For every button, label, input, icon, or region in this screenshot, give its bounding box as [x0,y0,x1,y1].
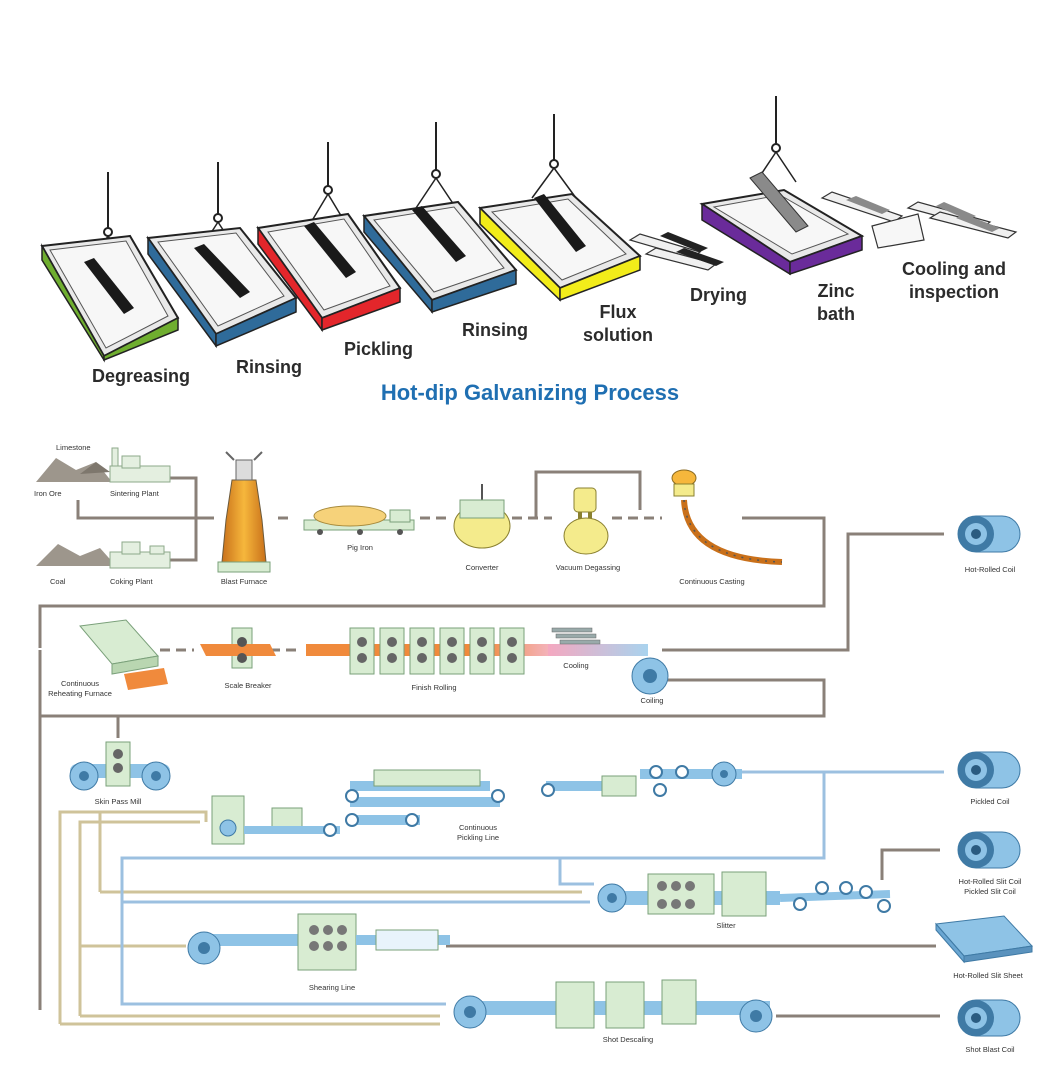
pickling-tank [256,142,402,333]
label-flux-2: solution [583,325,653,345]
rinsing-tank-1 [146,162,298,349]
hot-rolled-coil: Hot-Rolled Coil [957,515,1021,574]
cooling-rails [820,191,1018,249]
label-coking-plant: Coking Plant [110,577,153,586]
label-pickling-line-1: Continuous [459,823,497,832]
label-blast-furnace: Blast Furnace [221,577,267,586]
label-flux-1: Flux [599,302,636,322]
flow-lines-blue [120,770,944,1006]
converter: Converter [453,484,511,572]
shot-descaling: Shot Descaling [453,979,773,1044]
label-hot-rolled-coil: Hot-Rolled Coil [965,565,1016,574]
skin-pass-mill: Skin Pass Mill [69,741,171,806]
label-iron-ore: Iron Ore [34,489,62,498]
raw-materials: Limestone Iron Ore Sintering Plant Coal … [34,443,171,586]
slit-coil: Hot-Rolled Slit Coil Pickled Slit Coil [957,831,1022,896]
label-degreasing: Degreasing [92,366,190,386]
label-pickled-coil: Pickled Coil [970,797,1010,806]
label-drying: Drying [690,285,747,305]
label-pickling: Pickling [344,339,413,359]
scale-breaker: Scale Breaker [200,627,276,690]
cooling-section: Cooling [548,627,648,670]
label-converter: Converter [466,563,499,572]
label-sintering-plant: Sintering Plant [110,489,160,498]
label-slit-coil-2: Pickled Slit Coil [964,887,1016,896]
label-zinc-1: Zinc [817,281,854,301]
degreasing-tank [40,172,180,363]
label-rinsing-2: Rinsing [462,320,528,340]
flux-tank [477,114,642,302]
rinsing-tank-2 [362,122,518,315]
label-zinc-2: bath [817,304,855,324]
galvanizing-row: Degreasing Rinsing Pickling Rinsing Flux… [40,96,1018,386]
label-slit-sheet: Hot-Rolled Slit Sheet [953,971,1024,980]
label-rinsing-1: Rinsing [236,357,302,377]
label-vacuum-degassing: Vacuum Degassing [556,563,620,572]
label-reheating-1: Continuous [61,679,99,688]
pickled-coil: Pickled Coil [957,751,1021,806]
label-cooling-1: Cooling and [902,259,1006,279]
drying-rails [628,232,724,271]
label-continuous-casting: Continuous Casting [679,577,744,586]
flow-lines-gray [38,470,944,1018]
flow-lines-tan [58,810,582,1026]
slit-sheet: Hot-Rolled Slit Sheet [934,915,1034,980]
label-coal: Coal [50,577,66,586]
finish-rolling: Finish Rolling [306,627,556,692]
label-shearing-line: Shearing Line [309,983,355,992]
label-slit-coil-1: Hot-Rolled Slit Coil [959,877,1022,886]
zinc-tank [699,96,865,276]
slitter: Slitter [597,871,891,930]
label-shot-blast-coil: Shot Blast Coil [965,1045,1015,1054]
label-pig-iron: Pig Iron [347,543,373,552]
coiling: Coiling [631,657,669,705]
shot-blast-coil: Shot Blast Coil [957,999,1021,1054]
label-cooling: Cooling [563,661,588,670]
blast-furnace: Blast Furnace [217,451,271,586]
label-scale-breaker: Scale Breaker [224,681,272,690]
label-cooling-2: inspection [909,282,999,302]
steel-flow: Limestone Iron Ore Sintering Plant Coal … [34,443,1034,1054]
vacuum-degassing: Vacuum Degassing [556,487,620,572]
continuous-casting: Continuous Casting [671,469,783,586]
label-pickling-line-2: Pickling Line [457,833,499,842]
pig-iron: Pig Iron [303,505,415,552]
label-slitter: Slitter [716,921,736,930]
reheating-furnace: Continuous Reheating Furnace [48,619,168,698]
label-skin-pass-mill: Skin Pass Mill [95,797,142,806]
pickling-line: Continuous Pickling Line [211,761,742,845]
diagram-title: Hot-dip Galvanizing Process [380,380,680,405]
label-shot-descaling: Shot Descaling [603,1035,653,1044]
label-coiling: Coiling [641,696,664,705]
label-reheating-2: Reheating Furnace [48,689,112,698]
label-finish-rolling: Finish Rolling [411,683,456,692]
shearing-line: Shearing Line [187,913,450,992]
label-limestone: Limestone [56,443,91,452]
